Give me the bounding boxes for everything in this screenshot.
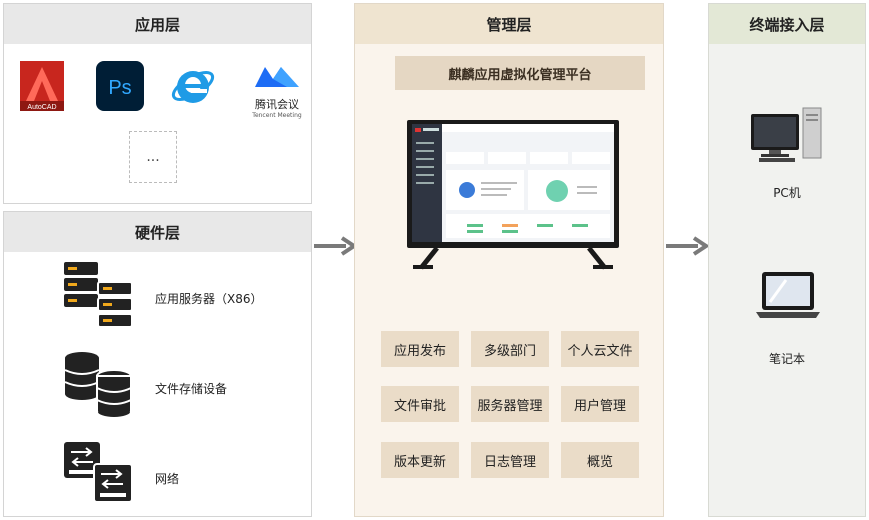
func-label: 文件审批 [393,398,446,414]
photoshop-label: Ps [108,77,131,99]
func-label: 用户管理 [573,398,626,414]
arrow-to-management-icon [314,236,358,260]
terminal-layer-panel: 终端接入层 PC机 笔记本 [708,3,866,517]
func-personal-cloud-button[interactable]: 个人云文件 [561,331,639,367]
func-server-management-button[interactable]: 服务器管理 [471,386,549,422]
autocad-icon: AutoCAD [20,61,64,111]
func-label: 服务器管理 [477,398,543,414]
func-version-update-button[interactable]: 版本更新 [381,442,459,478]
application-layer-panel: 应用层 AutoCAD Ps 腾讯会议 Tencent Meeting [3,3,312,204]
database-icon [62,350,134,420]
management-layer-panel: 管理层 麒麟应用虚拟化管理平台 [354,3,664,517]
laptop-icon [756,272,820,324]
terminal-layer-title: 终端接入层 [709,4,865,44]
more-apps-placeholder: ... [129,131,177,183]
autocad-label: AutoCAD [27,104,56,111]
platform-title: 麒麟应用虚拟化管理平台 [395,56,645,90]
laptop-label: 笔记本 [768,352,805,366]
func-user-management-button[interactable]: 用户管理 [561,386,639,422]
func-label: 多级部门 [483,343,536,359]
arrow-to-terminal-icon [666,236,710,260]
func-overview-button[interactable]: 概览 [561,442,639,478]
hardware-layer-panel: 硬件层 应用服务器（X86） [3,211,312,517]
internet-explorer-icon [169,61,217,111]
application-layer-title: 应用层 [4,4,311,44]
func-label: 应用发布 [393,343,446,359]
hardware-layer-title: 硬件层 [4,212,311,252]
photoshop-icon: Ps [96,61,144,111]
more-apps-label: ... [146,149,160,165]
tencent-meeting-subtitle: Tencent Meeting [252,112,302,119]
func-log-management-button[interactable]: 日志管理 [471,442,549,478]
management-layer-title: 管理层 [355,4,663,44]
func-file-approval-button[interactable]: 文件审批 [381,386,459,422]
func-label: 版本更新 [393,454,446,470]
func-label: 日志管理 [483,454,536,470]
network-label: 网络 [155,472,180,486]
server-icon [62,260,134,330]
storage-label: 文件存储设备 [155,382,228,396]
func-label: 概览 [586,454,613,470]
tencent-meeting-icon: 腾讯会议 Tencent Meeting [251,61,303,119]
desktop-pc-icon [751,106,823,166]
func-multi-department-button[interactable]: 多级部门 [471,331,549,367]
monitor-icon [407,120,619,276]
pc-label: PC机 [773,186,801,200]
func-app-publish-button[interactable]: 应用发布 [381,331,459,367]
tencent-meeting-label: 腾讯会议 [255,98,299,111]
func-label: 个人云文件 [567,343,633,359]
network-switch-icon [62,440,134,506]
server-label: 应用服务器（X86） [155,292,263,306]
